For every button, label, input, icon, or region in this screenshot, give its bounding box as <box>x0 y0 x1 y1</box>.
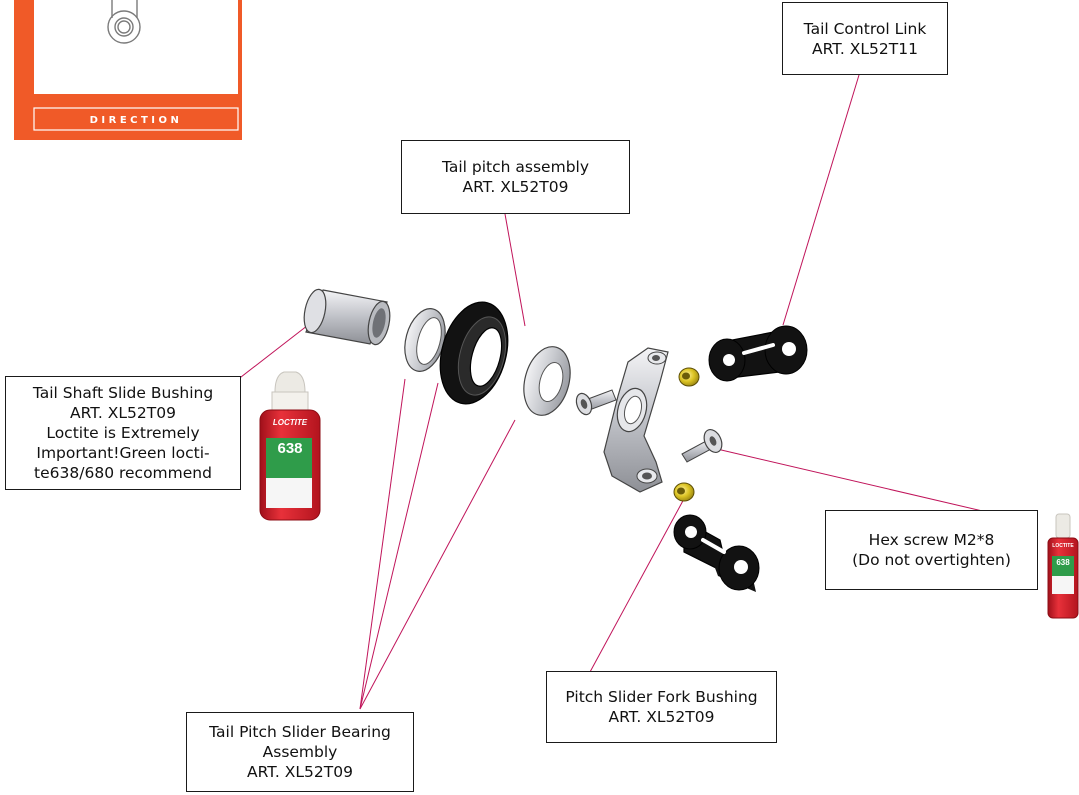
yellow-bushing-lower-part <box>673 482 695 502</box>
callout-fork-bushing-name: Pitch Slider Fork Bushing <box>565 688 758 706</box>
callout-tail-pitch-slider-bearing: Tail Pitch Slider Bearing Assembly ART. … <box>186 712 414 792</box>
callout-tail-shaft-bushing-note-3: te638/680 recommend <box>34 464 212 482</box>
callout-hex-screw: Hex screw M2*8 (Do not overtighten) <box>825 510 1038 590</box>
hex-screw-right-part <box>681 429 723 463</box>
tail-shaft-slide-bushing-part <box>303 288 391 346</box>
leader-tail-pitch-assembly <box>504 213 526 327</box>
loctite-bottle-large-image <box>259 371 321 521</box>
callout-tail-shaft-slide-bushing: Tail Shaft Slide Bushing ART. XL52T09 Lo… <box>5 376 241 490</box>
tail-control-link-lower-part <box>673 514 760 592</box>
callout-tail-pitch-assembly-name: Tail pitch assembly <box>441 158 590 176</box>
loctite-bottle-number-text: 638 <box>277 440 303 457</box>
direction-caption: DIRECTION <box>89 115 183 126</box>
callout-fork-bushing-art: ART. XL52T09 <box>608 708 715 726</box>
leader-bearing-c <box>359 419 516 710</box>
callout-bearing-art: ART. XL52T09 <box>247 763 353 781</box>
direction-card <box>14 0 242 140</box>
bearing-ring-part <box>404 308 446 372</box>
hex-screw-left-part <box>575 389 617 416</box>
leader-bearing-b <box>359 382 439 710</box>
loctite-bottle-brand-text: LOCTITE <box>272 418 308 427</box>
callout-hex-screw-name: Hex screw M2*8 <box>868 531 995 549</box>
callout-tail-control-link: Tail Control Link ART. XL52T11 <box>782 2 948 75</box>
callout-tail-shaft-bushing-name: Tail Shaft Slide Bushing <box>32 384 214 402</box>
callout-pitch-slider-fork-bushing: Pitch Slider Fork Bushing ART. XL52T09 <box>546 671 777 743</box>
callout-tail-pitch-assembly: Tail pitch assembly ART. XL52T09 <box>401 140 630 214</box>
loctite-bottle-small-brand-text: LOCTITE <box>1052 543 1074 549</box>
callout-tail-shaft-bushing-note-1: Loctite is Extremely <box>46 424 200 442</box>
leader-lines <box>231 74 992 710</box>
tail-control-link-upper-part <box>708 325 808 382</box>
loctite-bottle-small-image <box>1047 513 1079 619</box>
leader-tail-control-link <box>782 74 860 326</box>
pitch-slider-ring-part <box>439 301 509 405</box>
callout-tail-control-link-name: Tail Control Link <box>803 19 927 38</box>
callout-bearing-name: Tail Pitch Slider Bearing <box>209 723 391 741</box>
callout-tail-shaft-bushing-note-2: Important!Green locti- <box>36 444 210 462</box>
callout-tail-control-link-art: ART. XL52T11 <box>812 39 918 58</box>
callout-tail-pitch-assembly-art: ART. XL52T09 <box>462 178 569 196</box>
callout-hex-screw-warning: (Do not overtighten) <box>852 551 1011 569</box>
rod-end-icon <box>107 0 141 44</box>
loctite-bottle-small-number-text: 638 <box>1056 558 1070 567</box>
yellow-bushing-upper-part <box>678 367 700 387</box>
callout-bearing-name-2: Assembly <box>262 743 338 761</box>
callout-tail-shaft-bushing-art: ART. XL52T09 <box>70 404 176 422</box>
leader-hex-screw <box>716 448 992 514</box>
leader-fork-bushing <box>589 496 686 673</box>
tail-pitch-fork-part <box>603 347 669 493</box>
slider-washer-part <box>523 346 571 416</box>
leader-bearing-a <box>359 378 406 710</box>
leader-tail-shaft-bushing <box>231 321 313 385</box>
